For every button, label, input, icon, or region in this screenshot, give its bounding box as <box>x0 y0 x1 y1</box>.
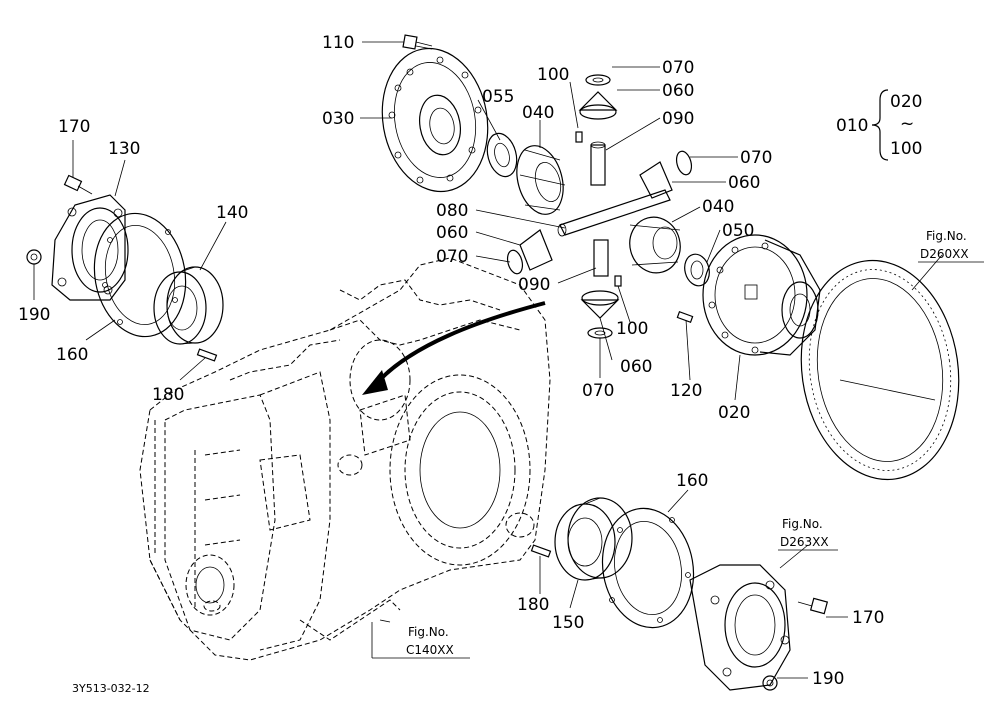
callout-020: 020 <box>718 403 750 423</box>
callout-070-bottom: 070 <box>582 381 614 401</box>
svg-text:Fig.No.: Fig.No. <box>408 625 449 639</box>
right-nut-190 <box>762 675 778 691</box>
svg-text:C140XX: C140XX <box>406 643 454 657</box>
callout-070-top: 070 <box>662 58 694 78</box>
callout-130: 130 <box>108 139 140 159</box>
left-nut-190 <box>26 249 42 265</box>
callout-060-left: 060 <box>436 223 468 243</box>
pinion-right <box>639 150 693 199</box>
figure-ref-d260: Fig.No. D260XX <box>918 229 984 263</box>
range-main: 010 <box>836 116 868 136</box>
callout-040-top: 040 <box>522 103 554 123</box>
callout-090-top: 090 <box>662 109 694 129</box>
pin-120 <box>676 311 694 323</box>
callout-030: 030 <box>322 109 354 129</box>
range-bracket <box>871 89 889 161</box>
pinion-left <box>506 229 553 275</box>
callout-120: 120 <box>670 381 702 401</box>
differential-case-020 <box>702 234 821 356</box>
callout-050: 050 <box>722 221 754 241</box>
range-tilde: ~ <box>900 114 914 134</box>
callout-170-right: 170 <box>852 608 884 628</box>
right-bolt-170 <box>797 597 829 615</box>
transmission-case <box>139 257 551 661</box>
callout-labels: 110 030 055 040 100 070 060 090 070 060 … <box>18 33 922 689</box>
pinion-stack-bottom <box>580 239 622 339</box>
pinion-stack-top <box>578 74 618 186</box>
pin-100-top <box>575 131 583 143</box>
right-stud-180 <box>530 544 552 558</box>
callout-180-right: 180 <box>517 595 549 615</box>
callout-190-left: 190 <box>18 305 50 325</box>
left-bolt-170 <box>63 174 93 195</box>
bolt-110 <box>402 34 433 50</box>
figure-ref-c140: Fig.No. C140XX <box>371 622 470 659</box>
figure-ref-d263: Fig.No. D263XX <box>778 517 838 551</box>
callout-160-right: 160 <box>676 471 708 491</box>
svg-text:D260XX: D260XX <box>920 247 969 261</box>
callout-140: 140 <box>216 203 248 223</box>
side-gear-040-lower <box>629 216 681 274</box>
callout-090-bottom: 090 <box>518 275 550 295</box>
left-bearing-cover-130 <box>51 194 129 301</box>
right-bearing-150 <box>554 497 633 581</box>
drawing-code: 3Y513-032-12 <box>72 682 150 695</box>
right-gasket-160 <box>601 507 695 629</box>
left-stud-180 <box>196 348 218 362</box>
shaft-080 <box>557 189 671 237</box>
washer-055 <box>486 132 518 178</box>
range-to: 100 <box>890 139 922 159</box>
callout-080: 080 <box>436 201 468 221</box>
callout-040-lower: 040 <box>702 197 734 217</box>
callout-070-left: 070 <box>436 247 468 267</box>
svg-text:D263XX: D263XX <box>780 535 829 549</box>
ring-gear <box>800 259 960 481</box>
assembly-arrow <box>362 301 546 395</box>
left-gasket-160 <box>93 212 187 338</box>
callout-170-left: 170 <box>58 117 90 137</box>
svg-text:Fig.No.: Fig.No. <box>782 517 823 531</box>
left-bearing-140 <box>153 266 224 345</box>
callout-070-right: 070 <box>740 148 772 168</box>
callout-160-left: 160 <box>56 345 88 365</box>
callout-180-left: 180 <box>152 385 184 405</box>
callout-100-bottom: 100 <box>616 319 648 339</box>
gear-030 <box>381 47 489 193</box>
side-gear-040-top <box>516 145 566 215</box>
range-from: 020 <box>890 92 922 112</box>
callout-060-top: 060 <box>662 81 694 101</box>
callout-060-bottom: 060 <box>620 357 652 377</box>
callout-190-right: 190 <box>812 669 844 689</box>
callout-055: 055 <box>482 87 514 107</box>
callout-110: 110 <box>322 33 354 53</box>
leader-lines <box>33 41 943 679</box>
right-bearing-cover <box>689 564 791 691</box>
callout-150: 150 <box>552 613 584 633</box>
callout-060-right: 060 <box>728 173 760 193</box>
callout-100-top: 100 <box>537 65 569 85</box>
svg-text:Fig.No.: Fig.No. <box>926 229 967 243</box>
